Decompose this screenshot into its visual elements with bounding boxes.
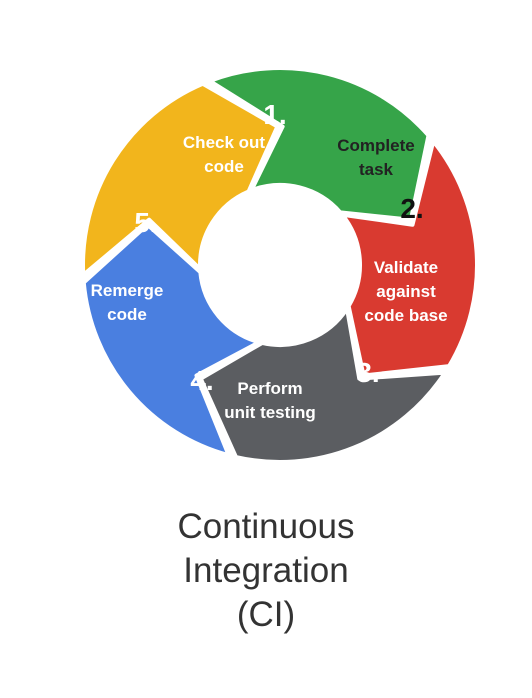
step-2-label: Complete task <box>337 136 414 179</box>
step-3-label-line-3: code base <box>364 306 447 325</box>
cycle-segment-5 <box>198 306 448 464</box>
step-1-label-line-2: code <box>204 157 244 176</box>
step-4-label: Perform unit testing <box>224 379 316 422</box>
step-5-label: Remerge code <box>91 281 164 324</box>
step-4-label-line-1: Perform <box>237 379 302 398</box>
step-5-label-line-1: Remerge <box>91 281 164 300</box>
step-1-label: Check out code <box>183 133 266 176</box>
step-1-label-line-1: Check out <box>183 133 266 152</box>
cycle-segment-1 <box>81 222 262 458</box>
caption: Continuous Integration (CI) <box>0 505 532 637</box>
cycle-segment-3 <box>207 66 431 222</box>
cycle-segment-4 <box>340 139 479 378</box>
caption-line-1: Continuous <box>177 507 355 546</box>
step-3-label: Validate against code base <box>364 258 447 325</box>
step-3-label-line-1: Validate <box>374 258 438 277</box>
caption-line-2: Integration <box>183 551 349 590</box>
step-5-label-line-2: code <box>107 305 147 324</box>
step-2-label-line-2: task <box>359 160 394 179</box>
step-4-label-line-2: unit testing <box>224 403 316 422</box>
step-2-label-line-1: Complete <box>337 136 414 155</box>
step-3-label-line-2: against <box>376 282 436 301</box>
step-4-number: 4. <box>190 365 213 396</box>
cycle-segment-2 <box>81 81 280 277</box>
step-1-number: 1. <box>263 99 286 130</box>
step-5-number: 5. <box>134 207 157 238</box>
ci-cycle-diagram: Check out code 1. Complete task 2. Validate aga… <box>81 66 479 464</box>
step-3-number: 3. <box>356 357 379 388</box>
step-2-number: 2. <box>400 193 423 224</box>
caption-line-3: (CI) <box>236 595 296 634</box>
